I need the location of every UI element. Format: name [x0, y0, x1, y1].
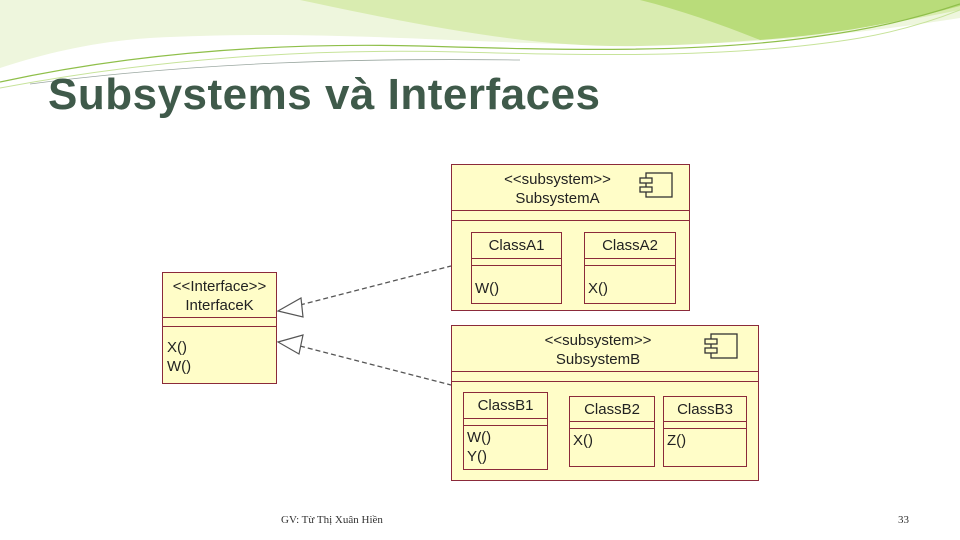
component-icon	[639, 172, 673, 198]
interface-k-operations: X() W()	[163, 327, 276, 376]
class-b1-name: ClassB1	[464, 393, 547, 419]
class-b1-attributes	[464, 419, 547, 426]
class-a1-attributes	[472, 259, 561, 266]
class-b2-box: ClassB2 X()	[569, 396, 655, 467]
class-a2-attributes	[585, 259, 675, 266]
realization-arrowhead-a	[276, 297, 304, 318]
class-b1-operations: W() Y()	[464, 426, 547, 466]
interface-k-op-1: X()	[167, 339, 187, 356]
footer-author: GV: Từ Thị Xuân Hiền	[281, 514, 383, 526]
component-icon	[704, 333, 738, 359]
class-b2-operations: X()	[570, 429, 654, 450]
class-b3-name: ClassB3	[664, 397, 746, 422]
interface-k-op-2: W()	[167, 358, 192, 375]
interface-k-name: InterfaceK	[185, 297, 254, 314]
interface-k-attributes	[163, 318, 276, 327]
class-a2-box: ClassA2 X()	[584, 232, 676, 304]
class-b3-op-1: Z()	[667, 432, 687, 449]
class-a2-op-1: X()	[588, 280, 608, 297]
class-b1-op-2: Y()	[467, 448, 487, 465]
subsystem-a-attributes	[452, 211, 689, 221]
slide-title: Subsystems và Interfaces	[48, 70, 601, 119]
class-b1-box: ClassB1 W() Y()	[463, 392, 548, 470]
subsystem-a-stereotype: <<subsystem>>	[504, 171, 611, 188]
class-b2-op-1: X()	[573, 432, 593, 449]
class-a1-name: ClassA1	[472, 233, 561, 259]
class-b3-box: ClassB3 Z()	[663, 396, 747, 467]
subsystem-a-name: SubsystemA	[515, 190, 600, 207]
header-swoosh-decoration	[0, 0, 960, 89]
class-a2-name: ClassA2	[585, 233, 675, 259]
class-a1-operations: W()	[472, 266, 561, 298]
realization-line-subsystem-b	[299, 345, 452, 386]
subsystem-b-header: <<subsystem>> SubsystemB	[452, 326, 758, 372]
realization-line-subsystem-a	[299, 265, 452, 306]
page-number: 33	[898, 514, 909, 526]
subsystem-b-stereotype: <<subsystem>>	[544, 332, 652, 349]
class-b3-operations: Z()	[664, 429, 746, 450]
subsystem-b-name: SubsystemB	[555, 351, 641, 368]
realization-arrowhead-b	[276, 334, 304, 355]
class-b2-attributes	[570, 422, 654, 429]
class-b1-op-1: W()	[467, 429, 492, 446]
interface-k-stereotype: <<Interface>>	[172, 278, 267, 295]
interface-k-header: <<Interface>> InterfaceK	[163, 273, 276, 318]
class-b3-attributes	[664, 422, 746, 429]
class-a1-op-1: W()	[475, 280, 500, 297]
subsystem-a-header: <<subsystem>> SubsystemA	[452, 165, 689, 211]
subsystem-b-attributes	[452, 372, 758, 382]
interface-k-box: <<Interface>> InterfaceK X() W()	[162, 272, 277, 384]
class-a1-box: ClassA1 W()	[471, 232, 562, 304]
class-a2-operations: X()	[585, 266, 675, 298]
class-b2-name: ClassB2	[570, 397, 654, 422]
